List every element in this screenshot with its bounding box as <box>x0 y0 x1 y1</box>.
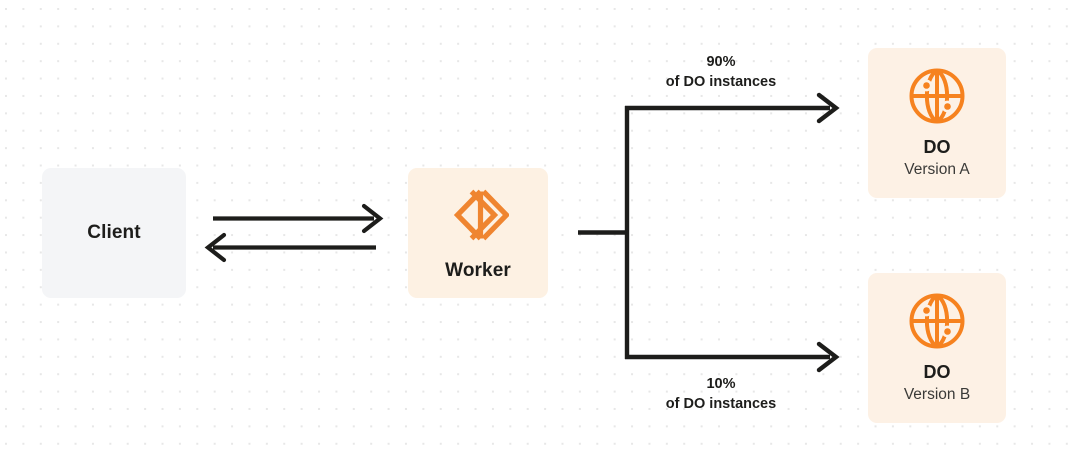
globe-icon <box>908 292 966 350</box>
edge-worker-branch-spine <box>578 106 630 359</box>
node-do-version-b-sublabel: Version B <box>903 385 971 403</box>
edge-worker-to-do-a-arrowhead <box>816 92 840 124</box>
node-client-label: Client <box>87 222 141 244</box>
node-do-version-a: DO Version A <box>868 48 1006 198</box>
edge-label-do-a-caption: of DO instances <box>665 74 777 90</box>
edge-label-do-a-percent: 90% <box>706 54 736 70</box>
node-worker: Worker <box>408 168 548 298</box>
node-do-version-a-sublabel: Version A <box>904 160 970 178</box>
node-do-version-a-label: DO <box>923 136 951 157</box>
edge-worker-to-client-arrowhead <box>204 232 227 263</box>
edge-label-do-a: 90% of DO instances <box>628 52 814 92</box>
cloudflare-workers-icon <box>447 184 511 246</box>
edge-label-do-b-caption: of DO instances <box>665 396 777 412</box>
edge-label-do-b-percent: 10% <box>706 376 736 392</box>
edge-label-do-b: 10% of DO instances <box>628 374 814 414</box>
node-do-version-b: DO Version B <box>868 273 1006 423</box>
edge-client-to-worker-arrowhead <box>361 203 384 234</box>
edge-worker-to-do-a <box>625 92 840 124</box>
edge-worker-to-do-b-arrowhead <box>816 341 840 373</box>
node-client: Client <box>42 168 186 298</box>
node-worker-label: Worker <box>445 260 511 282</box>
node-do-version-b-label: DO <box>923 361 951 382</box>
edge-client-to-worker <box>213 203 384 234</box>
edge-worker-to-client <box>204 232 376 263</box>
edge-worker-to-do-b <box>625 341 840 373</box>
globe-icon <box>908 67 966 125</box>
